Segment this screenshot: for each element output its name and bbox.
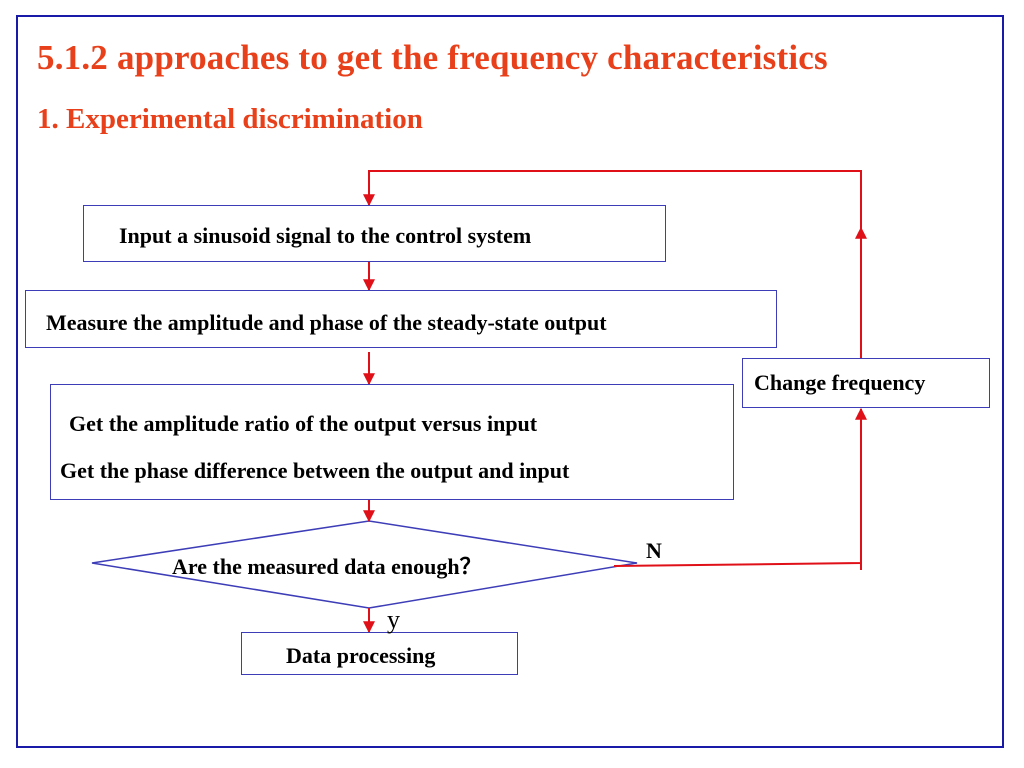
step-input-text: Input a sinusoid signal to the control s…	[119, 223, 532, 248]
step-get-box: Get the amplitude ratio of the output ve…	[50, 384, 734, 500]
step-data-processing-box: Data processing	[241, 632, 518, 675]
step-input-box: Input a sinusoid signal to the control s…	[83, 205, 666, 262]
step-change-frequency-box: Change frequency	[742, 358, 990, 408]
slide-frame	[16, 15, 1004, 748]
arrow-loop-back	[363, 170, 862, 228]
slide-title: 5.1.2 approaches to get the frequency ch…	[37, 38, 828, 77]
step-phase-text: Get the phase difference between the out…	[60, 458, 570, 483]
decision-text: Are the measured data enough？	[172, 554, 482, 579]
step-ratio-text: Get the amplitude ratio of the output ve…	[69, 411, 538, 436]
step-data-text: Data processing	[286, 643, 436, 668]
step-change-text: Change frequency	[754, 370, 926, 395]
label-yes: y	[387, 605, 400, 634]
label-no: N	[646, 538, 662, 563]
step-measure-box: Measure the amplitude and phase of the s…	[25, 290, 777, 348]
decision-diamond	[91, 520, 638, 609]
slide-subtitle: 1. Experimental discrimination	[37, 103, 423, 135]
step-measure-text: Measure the amplitude and phase of the s…	[46, 310, 607, 335]
